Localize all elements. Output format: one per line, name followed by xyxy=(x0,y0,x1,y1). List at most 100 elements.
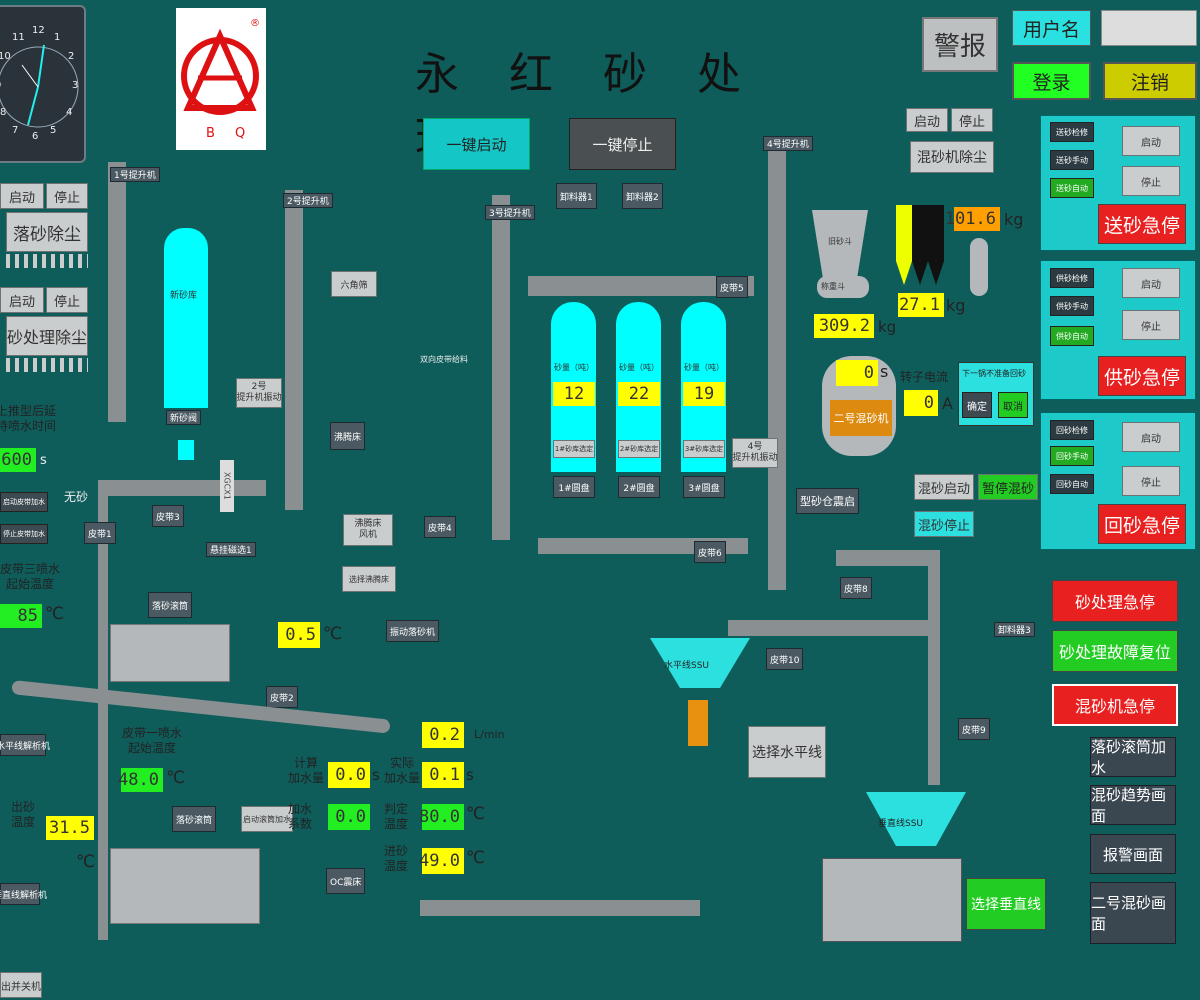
h-analyzer-button[interactable]: 水平线解析机 xyxy=(0,734,50,756)
supply-sand-auto-button[interactable]: 供砂自动 xyxy=(1050,326,1094,346)
xgcx-label: XGCX1 xyxy=(220,460,234,512)
new-sand-silo xyxy=(164,228,208,408)
out-temp-value[interactable]: 31.5 xyxy=(46,816,94,840)
coef-value[interactable]: 0.0 xyxy=(328,804,370,830)
mix-time-unit: s xyxy=(880,362,889,381)
login-button[interactable]: 登录 xyxy=(1012,62,1091,100)
confirm-button[interactable]: 确定 xyxy=(962,392,992,418)
bi-belt-label: 双向皮带给料 xyxy=(420,355,468,364)
silo-3-value: 19 xyxy=(683,382,725,406)
judge-temp-value[interactable]: 80.0 xyxy=(419,804,464,830)
actual-water-value: 0.1 xyxy=(422,762,464,788)
lift2-vibration-label: 2号 提升机振动 xyxy=(236,378,282,408)
send-sand-stop-button[interactable]: 停止 xyxy=(1122,166,1180,196)
select-boil-button[interactable]: 选择沸腾床 xyxy=(342,566,396,592)
mixer-estop-button[interactable]: 混砂机急停 xyxy=(1052,684,1178,726)
return-sand-maint-button[interactable]: 回砂检修 xyxy=(1050,420,1094,440)
flow-value: 0.2 xyxy=(422,722,464,748)
h-ssu-column xyxy=(688,700,708,746)
silo-top-conveyor xyxy=(528,276,754,296)
dust-fall-stop-button[interactable]: 停止 xyxy=(46,183,88,209)
one-key-stop-button[interactable]: 一键停止 xyxy=(569,118,676,170)
silo-3-label: 砂量（吨） xyxy=(684,363,724,372)
logo-reg: ® xyxy=(250,18,260,29)
lift3-shaft xyxy=(492,195,510,540)
delay-value[interactable]: 600 xyxy=(0,448,36,472)
belt3-temp-label: 皮带三喷水 起始温度 xyxy=(0,562,61,591)
supply-sand-start-button[interactable]: 启动 xyxy=(1122,268,1180,298)
send-sand-maint-button[interactable]: 送砂检修 xyxy=(1050,122,1094,142)
trend-screen-button[interactable]: 混砂趋势画面 xyxy=(1090,785,1176,825)
weight3-value: 309.2 xyxy=(814,314,874,338)
alarm-screen-button[interactable]: 报警画面 xyxy=(1090,834,1176,874)
username-input[interactable] xyxy=(1101,10,1197,46)
sand-estop-button[interactable]: 砂处理急停 xyxy=(1052,580,1178,622)
sand-valve-label[interactable]: 新砂阀 xyxy=(166,410,202,425)
fault-reset-button[interactable]: 砂处理故障复位 xyxy=(1052,630,1178,672)
supply-sand-estop-button[interactable]: 供砂急停 xyxy=(1098,356,1186,396)
mix-stop-button[interactable]: 混砂停止 xyxy=(914,511,974,537)
supply-sand-stop-button[interactable]: 停止 xyxy=(1122,310,1180,340)
boil-fan-label: 沸腾床 风机 xyxy=(343,514,393,546)
return-sand-start-button[interactable]: 启动 xyxy=(1122,422,1180,452)
select-horizontal-button[interactable]: 选择水平线 xyxy=(748,726,826,778)
return-sand-manual-button[interactable]: 回砂手动 xyxy=(1050,446,1094,466)
clock-8: 8 xyxy=(0,107,7,118)
clock-9: 9 xyxy=(0,80,1,91)
cancel-button[interactable]: 取消 xyxy=(998,392,1028,418)
no-sand-label: 无砂 xyxy=(64,490,89,504)
silo-1-select-button[interactable]: 1#砂库选定 xyxy=(553,440,595,458)
delay-unit: s xyxy=(40,453,47,468)
clock-6: 6 xyxy=(32,131,39,142)
return-sand-auto-button[interactable]: 回砂自动 xyxy=(1050,474,1094,494)
drum-water-button[interactable]: 落砂滚筒加水 xyxy=(1090,737,1176,777)
dust-sand-start-button[interactable]: 启动 xyxy=(0,287,44,313)
drum1-label: 落砂滚筒 xyxy=(148,592,193,618)
v-analyzer-button[interactable]: 垂直线解析机 xyxy=(0,883,47,905)
silo-3-select-button[interactable]: 3#砂库选定 xyxy=(683,440,725,458)
send-sand-manual-button[interactable]: 送砂手动 xyxy=(1050,150,1094,170)
lift1-label: 1号提升机 xyxy=(110,167,160,182)
drum-water-start-button[interactable]: 启动滚筒加水 xyxy=(241,806,293,832)
mix-start-button[interactable]: 混砂启动 xyxy=(914,474,974,500)
start-belt-water-button[interactable]: 启动皮带加水 xyxy=(0,492,48,512)
dust-fall-start-button[interactable]: 启动 xyxy=(0,183,44,209)
select-vertical-button[interactable]: 选择垂直线 xyxy=(966,878,1046,930)
belt1-shaft xyxy=(98,480,108,940)
silo-2-select-button[interactable]: 2#砂库选定 xyxy=(618,440,660,458)
shutdown-button[interactable]: 出并关机 xyxy=(0,972,42,998)
out-temp-label: 出砂 温度 xyxy=(10,800,35,829)
alarm-button[interactable]: 警报 xyxy=(922,17,998,72)
send-sand-auto-button[interactable]: 送砂自动 xyxy=(1050,178,1094,198)
h-ssu-label: 水平线SSU xyxy=(664,661,710,671)
dust-sand-stop-button[interactable]: 停止 xyxy=(46,287,88,313)
unload3-label[interactable]: 卸料器3 xyxy=(994,622,1035,637)
unload2-label[interactable]: 卸料器2 xyxy=(622,183,663,209)
lift4-label: 4号提升机 xyxy=(763,136,813,151)
mix-pause-button[interactable]: 暂停混砂 xyxy=(978,474,1038,500)
silo-1-disk: 1#圆盘 xyxy=(553,476,595,498)
clock-4: 4 xyxy=(66,107,73,118)
dust-mixer-stop-button[interactable]: 停止 xyxy=(951,108,993,132)
silo-3-disk: 3#圆盘 xyxy=(683,476,725,498)
v-ssu-body xyxy=(822,858,962,942)
dust-mixer-name: 混砂机除尘 xyxy=(910,141,994,173)
stop-belt-water-button[interactable]: 停止皮带加水 xyxy=(0,524,48,544)
mix-time-value: 0 xyxy=(836,360,878,386)
username-label: 用户名 xyxy=(1012,10,1091,46)
dust-mixer-start-button[interactable]: 启动 xyxy=(906,108,948,132)
belt3-temp-value[interactable]: 85 xyxy=(0,604,42,628)
send-sand-start-button[interactable]: 启动 xyxy=(1122,126,1180,156)
mixer2-screen-button[interactable]: 二号混砂画面 xyxy=(1090,882,1176,944)
return-sand-stop-button[interactable]: 停止 xyxy=(1122,466,1180,496)
supply-sand-maint-button[interactable]: 供砂检修 xyxy=(1050,268,1094,288)
logout-button[interactable]: 注销 xyxy=(1103,62,1197,100)
send-sand-estop-button[interactable]: 送砂急停 xyxy=(1098,204,1186,244)
weight2-unit: kg xyxy=(946,296,966,315)
return-sand-estop-button[interactable]: 回砂急停 xyxy=(1098,504,1186,544)
current-value: 0 xyxy=(904,390,938,416)
unload1-label[interactable]: 卸料器1 xyxy=(556,183,597,209)
belt1-temp-value[interactable]: 48.0 xyxy=(118,768,163,792)
one-key-start-button[interactable]: 一键启动 xyxy=(423,118,530,170)
supply-sand-manual-button[interactable]: 供砂手动 xyxy=(1050,296,1094,316)
